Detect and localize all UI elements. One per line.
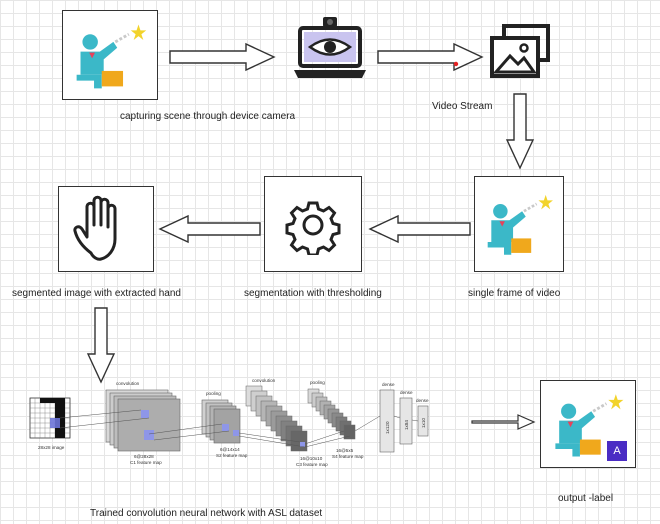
conv1-label: convolution xyxy=(116,381,140,386)
segmentation-box xyxy=(264,176,362,272)
input-label: 28x28 image xyxy=(38,445,65,450)
cnn-caption: Trained convolution neural network with … xyxy=(90,508,323,519)
s2-label: S2 feature map xyxy=(216,453,248,458)
dense2-label: dense xyxy=(400,390,413,395)
arrow-hand-to-cnn xyxy=(86,307,116,384)
d1-dim: 1x120 xyxy=(385,421,390,434)
hand-box xyxy=(58,186,154,272)
frame-caption: single frame of video xyxy=(468,288,561,299)
dense3-label: dense xyxy=(416,398,429,403)
s4-label: S4 feature map xyxy=(332,454,364,459)
gear-icon xyxy=(285,201,341,255)
c1-dim: 6@28x28 xyxy=(134,454,154,459)
camera-scene-box xyxy=(62,10,158,100)
pool1-label: pooling xyxy=(206,391,221,396)
hand-caption: segmented image with extracted hand xyxy=(12,288,181,299)
d2-dim: 1x84 xyxy=(404,420,409,430)
output-box: A xyxy=(540,380,636,468)
arrow-laptop-to-stream xyxy=(377,42,484,72)
conv2-label: convolution xyxy=(252,378,276,383)
camera-caption: capturing scene through device camera xyxy=(120,111,296,122)
person-pointing-icon xyxy=(487,194,553,255)
image-gallery-icon xyxy=(490,24,550,78)
arrow-segmentation-to-hand xyxy=(158,214,261,244)
d3-dim: 1x10 xyxy=(421,418,426,428)
arrow-stream-to-frame xyxy=(505,93,535,170)
arrow-camera-to-laptop xyxy=(169,42,276,72)
person-pointing-icon xyxy=(76,24,147,89)
video-stream-caption: Video Stream xyxy=(432,101,493,112)
dense1-label: dense xyxy=(382,382,395,387)
output-label-badge: A xyxy=(607,441,627,461)
cnn-diagram: 28x28 image convolution 6@28x28 C1 featu… xyxy=(29,378,429,467)
laptop-eye-icon xyxy=(294,17,366,78)
c3-label: C3 feature map xyxy=(296,462,328,467)
hand-icon xyxy=(73,195,117,261)
pool2-label: pooling xyxy=(310,380,325,385)
segmentation-caption: segmentation with thresholding xyxy=(244,288,382,299)
output-caption: output -label xyxy=(558,493,614,504)
video-frame-box xyxy=(474,176,564,272)
c3-dim: 16@10x10 xyxy=(300,456,323,461)
s4-dim: 16@5x5 xyxy=(336,448,354,453)
s2-dim: 6@14x14 xyxy=(220,447,240,452)
arrow-cnn-to-output xyxy=(471,414,536,430)
arrow-frame-to-segmentation xyxy=(368,214,471,244)
input-image-grid xyxy=(29,397,71,439)
c1-label: C1 feature map xyxy=(130,460,162,465)
person-pointing-icon xyxy=(555,394,624,457)
